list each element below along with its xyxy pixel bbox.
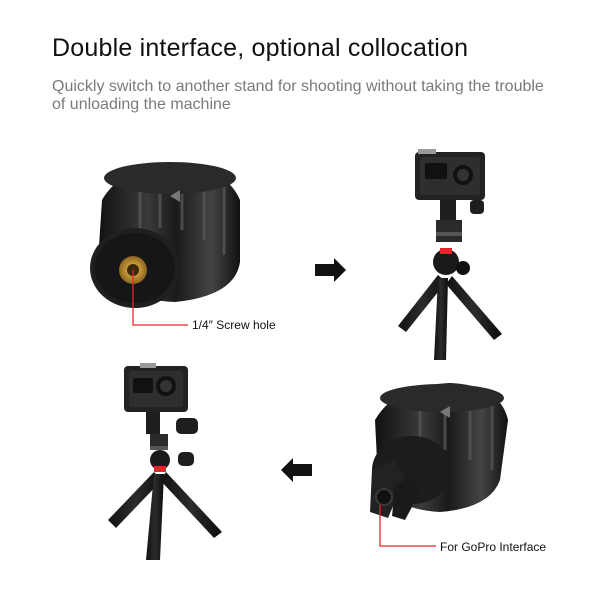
screw-hole-callout-line bbox=[132, 270, 188, 326]
gopro-interface-label: For GoPro Interface bbox=[440, 540, 547, 554]
page-subtitle: Quickly switch to another stand for shoo… bbox=[52, 78, 544, 113]
gopro-prong-icon bbox=[375, 488, 393, 506]
arrow-right-icon bbox=[315, 258, 346, 282]
screw-hole-label: 1/4″ Screw hole bbox=[192, 318, 276, 332]
tripod-with-camera-right bbox=[398, 149, 502, 360]
adapter-screw-side bbox=[90, 162, 240, 308]
arrow-mark-icon bbox=[170, 190, 180, 202]
arrow-left-icon bbox=[281, 458, 312, 482]
adapter-gopro-side bbox=[370, 383, 508, 520]
page-title: Double interface, optional collocation bbox=[52, 34, 469, 62]
tripod-with-camera-left bbox=[108, 363, 222, 560]
gopro-callout-line bbox=[379, 505, 436, 547]
